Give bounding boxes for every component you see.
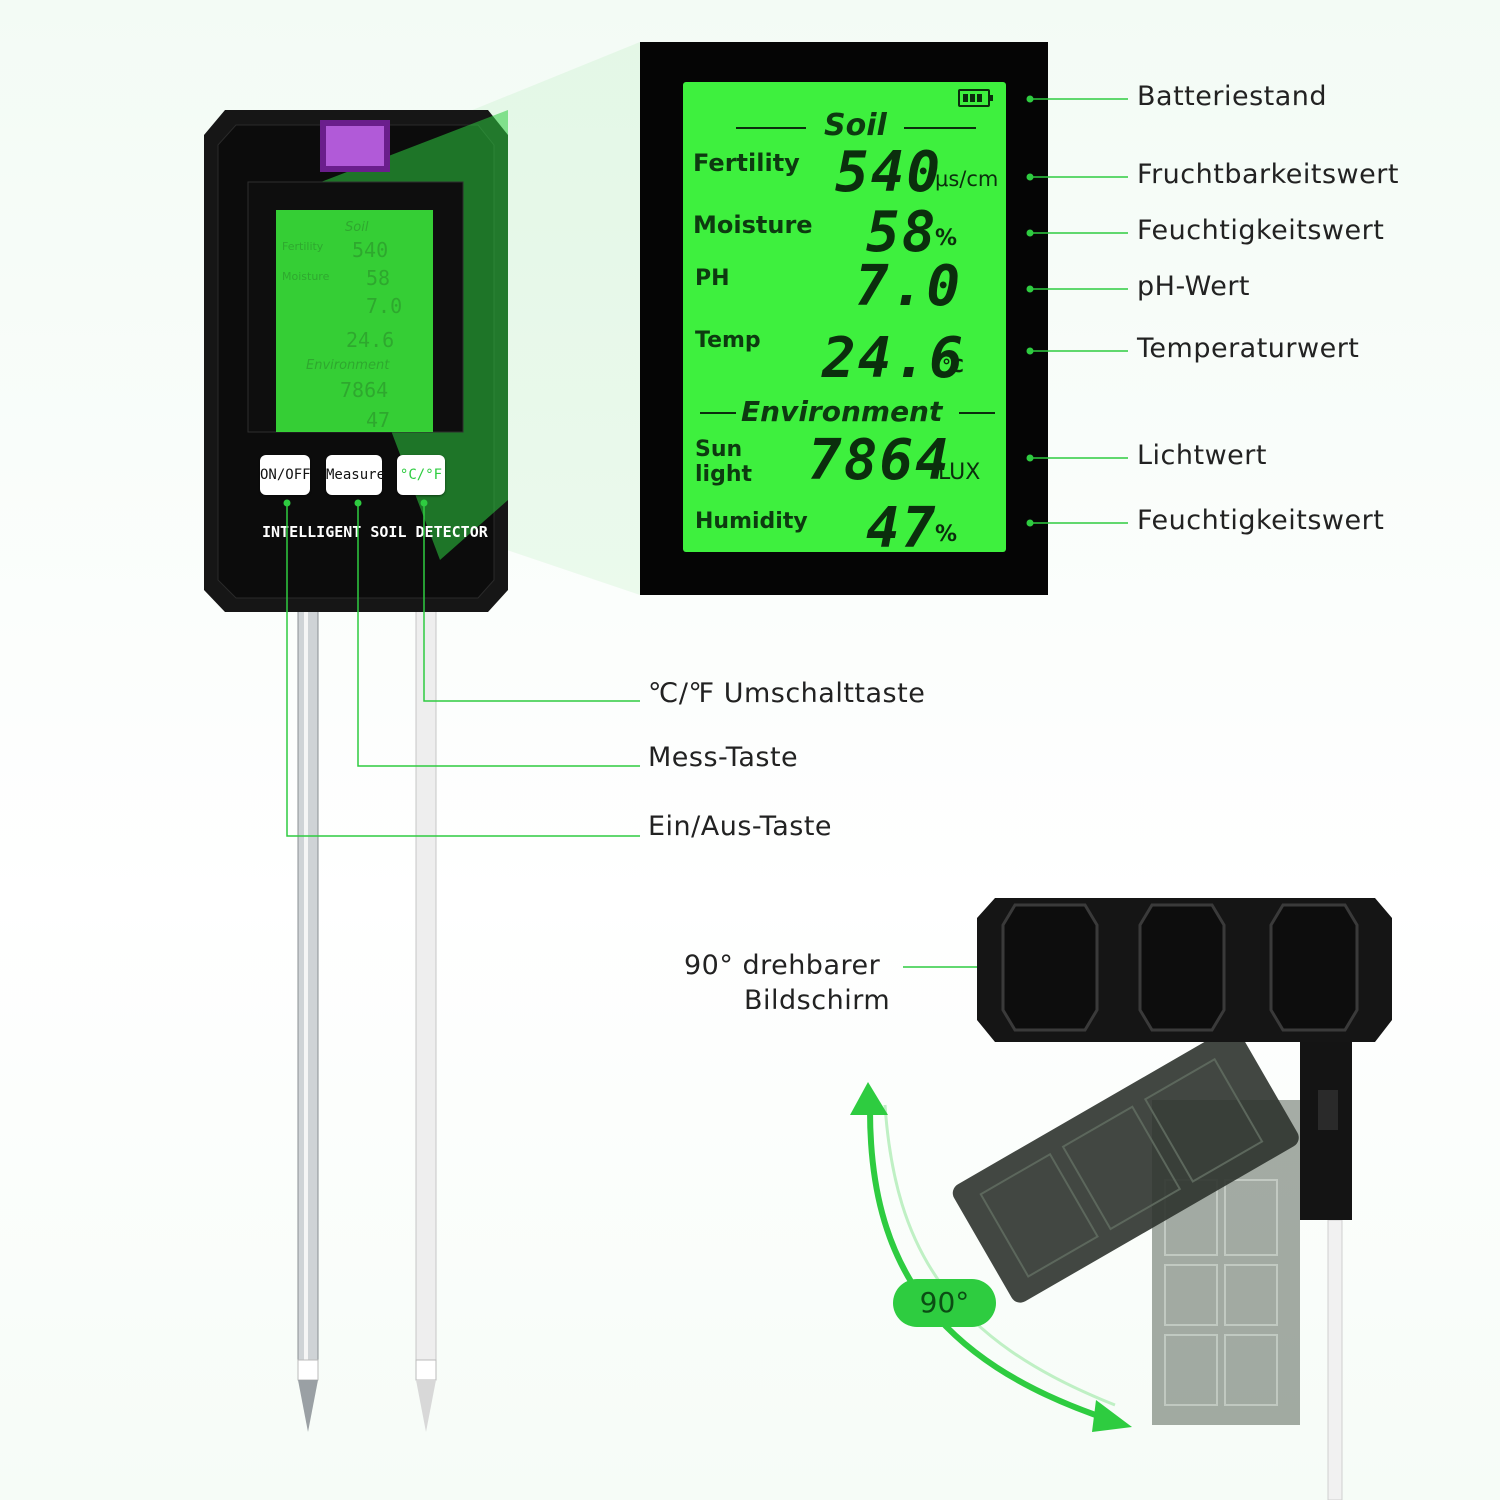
- lcd-zoom-panel: [640, 42, 1048, 595]
- lcd-ph-value: 7.0: [855, 254, 963, 319]
- onoff-button[interactable]: ON/OFF: [260, 455, 311, 495]
- lcd-sunlight-unit: LUX: [938, 460, 981, 485]
- callout-rotate-line1: 90° drehbarer: [684, 950, 881, 981]
- lcd-screen: [683, 82, 1006, 552]
- callout-fertility: Fruchtbarkeitswert: [1137, 159, 1399, 190]
- callout-measure-button: Mess-Taste: [648, 742, 799, 773]
- lcd-moisture-label: Moisture: [693, 211, 813, 239]
- lcd-fertility-label: Fertility: [693, 149, 800, 177]
- rotate-badge-label: 90°: [919, 1286, 970, 1319]
- lcd-humidity-value: 47: [866, 496, 938, 561]
- device-brand-text: INTELLIGENT SOIL DETECTOR: [262, 523, 488, 541]
- mini-temp-value: 24.6: [346, 328, 395, 352]
- rotate-badge: [893, 1279, 996, 1327]
- mini-sunlight-value: 7864: [340, 378, 389, 402]
- mini-moisture-value: 58: [366, 266, 391, 290]
- lcd-temp-unit: ℃: [942, 356, 964, 377]
- lcd-moisture-value: 58: [866, 200, 938, 265]
- mini-environment-heading: Environment: [306, 358, 390, 373]
- lcd-soil-heading: Soil: [824, 108, 887, 143]
- battery-icon: [958, 89, 993, 107]
- lcd-temp-value: 24.6: [822, 326, 965, 391]
- lcd-humidity-unit: %: [935, 522, 958, 547]
- unit-toggle-button[interactable]: °C/°F: [397, 455, 445, 495]
- lcd-temp-label: Temp: [695, 328, 761, 353]
- mini-soil-heading: Soil: [345, 220, 369, 235]
- callout-humidity: Feuchtigkeitswert: [1137, 505, 1385, 536]
- callout-ph: pH-Wert: [1137, 271, 1251, 302]
- lcd-ph-label: PH: [695, 266, 730, 291]
- mini-fertility-label: Fertility: [282, 240, 324, 253]
- measure-button[interactable]: Measure: [326, 455, 385, 495]
- callout-rotate-line2: Bildschirm: [744, 985, 891, 1016]
- callout-unit-button: ℃/℉ Umschalttaste: [648, 678, 926, 709]
- lcd-sunlight-label-1: Sun: [695, 437, 743, 462]
- mini-fertility-value: 540: [352, 238, 389, 262]
- lcd-humidity-label: Humidity: [695, 509, 808, 534]
- env-rule-right: [959, 412, 995, 414]
- callout-power-button: Ein/Aus-Taste: [648, 811, 833, 842]
- lcd-environment-heading: Environment: [741, 395, 943, 428]
- callout-moisture: Feuchtigkeitswert: [1137, 215, 1385, 246]
- callout-battery: Batteriestand: [1137, 81, 1328, 112]
- env-rule-left: [700, 412, 736, 414]
- lcd-fertility-value: 540: [835, 140, 943, 205]
- callout-light: Lichtwert: [1137, 440, 1267, 471]
- lcd-sunlight-value: 7864: [808, 428, 951, 493]
- soil-rule-left: [736, 127, 806, 129]
- mini-moisture-label: Moisture: [282, 270, 330, 283]
- lcd-moisture-unit: %: [935, 226, 958, 251]
- lcd-sunlight-label-2: light: [695, 462, 753, 487]
- lcd-fertility-unit: μs/cm: [935, 167, 999, 191]
- mini-ph-value: 7.0: [366, 294, 403, 318]
- soil-rule-right: [904, 127, 976, 129]
- mini-humidity-value: 47: [366, 408, 391, 432]
- callout-temperature: Temperaturwert: [1137, 333, 1360, 364]
